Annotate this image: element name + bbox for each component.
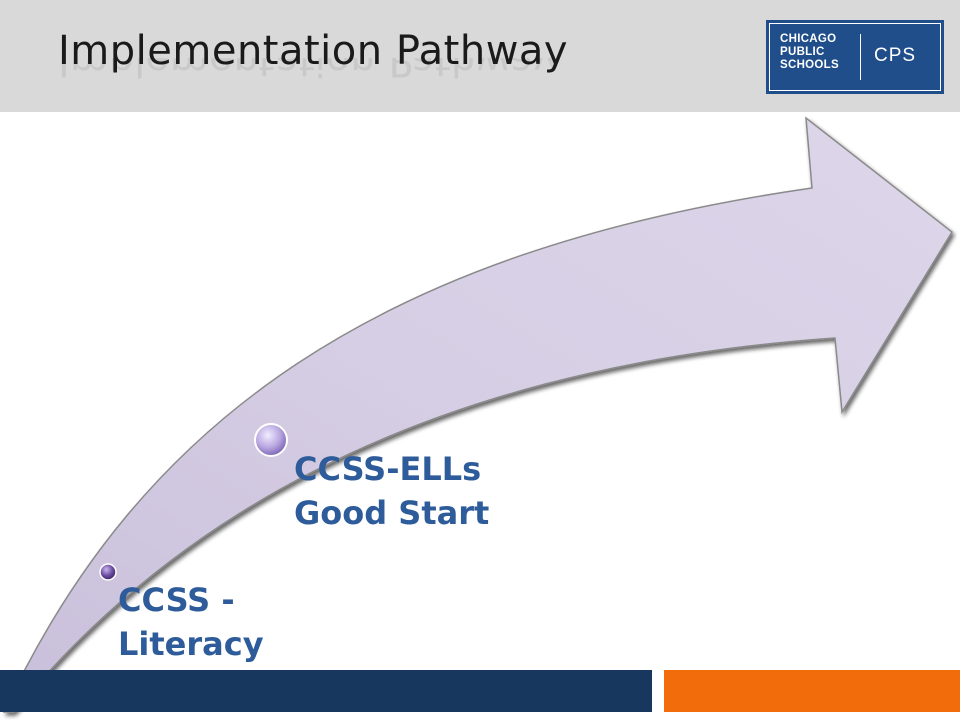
logo-divider	[860, 34, 861, 80]
milestone-2-line-2: Good Start	[294, 494, 490, 532]
milestone-1-line-2: Literacy	[118, 625, 264, 663]
pathway-arrow	[2, 116, 953, 713]
slide-title: Implementation Pathway	[58, 28, 569, 74]
logo-line-chicago: CHICAGO	[780, 33, 837, 45]
footer-bar-blue	[0, 670, 652, 712]
logo-wordmark: CHICAGO PUBLIC SCHOOLS	[780, 33, 839, 72]
cps-logo: CHICAGO PUBLIC SCHOOLS CPS	[766, 20, 944, 94]
logo-line-schools: SCHOOLS	[780, 59, 839, 71]
milestone-dot-1	[99, 563, 117, 581]
milestone-1-line-1: CCSS -	[118, 581, 235, 619]
milestone-dot-2	[254, 423, 288, 457]
logo-line-public: PUBLIC	[780, 46, 825, 58]
logo-frame: CHICAGO PUBLIC SCHOOLS CPS	[769, 23, 941, 91]
footer-bar-orange	[664, 670, 960, 712]
logo-abbreviation: CPS	[874, 45, 917, 66]
milestone-label-ccss-literacy: CCSS - Literacy	[118, 578, 264, 666]
milestone-2-line-1: CCSS-ELLs	[294, 450, 482, 488]
milestone-label-ccss-ells: CCSS-ELLs Good Start	[294, 447, 489, 535]
